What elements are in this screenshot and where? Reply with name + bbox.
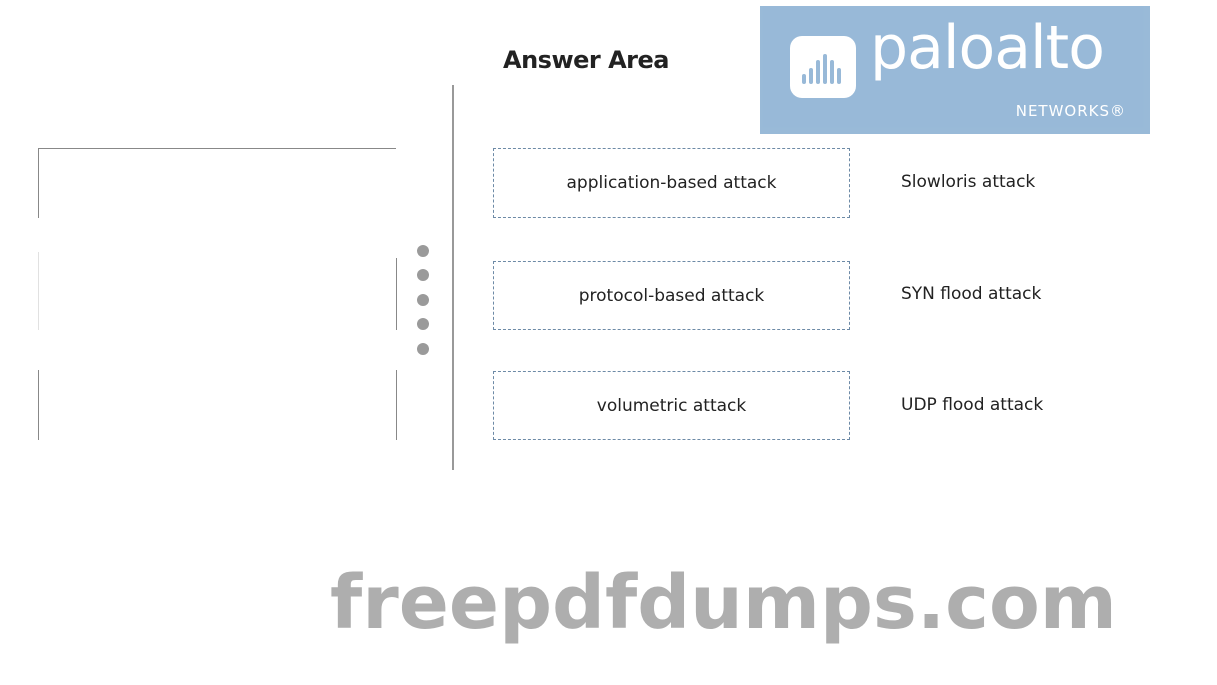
paloalto-networks-text: NETWORKS® <box>1015 102 1126 120</box>
answer-box-label: volumetric attack <box>596 395 747 416</box>
example-label-slowloris: Slowloris attack <box>901 172 1036 192</box>
answer-box-protocol[interactable]: protocol-based attack <box>493 261 850 330</box>
source-slot-3-border <box>396 370 397 440</box>
site-watermark: freepdfdumps.com <box>330 560 1117 646</box>
source-slot-2-border <box>396 258 397 330</box>
paloalto-logo-watermark: paloalto NETWORKS® <box>760 6 1150 134</box>
answer-box-label: protocol-based attack <box>578 285 765 306</box>
source-slot-3-border <box>38 370 39 440</box>
paloalto-brand-text: paloalto <box>870 13 1105 83</box>
source-slot-2[interactable] <box>38 255 396 330</box>
answer-box-application[interactable]: application-based attack <box>493 148 850 218</box>
source-slot-2-border <box>38 252 39 330</box>
answer-area-title: Answer Area <box>503 46 669 74</box>
source-slot-1-border <box>38 148 396 149</box>
paloalto-logo-icon <box>790 36 856 98</box>
source-slot-1[interactable] <box>38 148 396 218</box>
source-slot-3[interactable] <box>38 370 396 440</box>
example-label-syn-flood: SYN flood attack <box>901 284 1042 304</box>
answer-box-volumetric[interactable]: volumetric attack <box>493 371 850 440</box>
panel-divider <box>452 85 454 470</box>
answer-box-label: application-based attack <box>566 173 777 193</box>
example-label-udp-flood: UDP flood attack <box>901 395 1044 415</box>
source-slot-1-border <box>38 148 39 218</box>
